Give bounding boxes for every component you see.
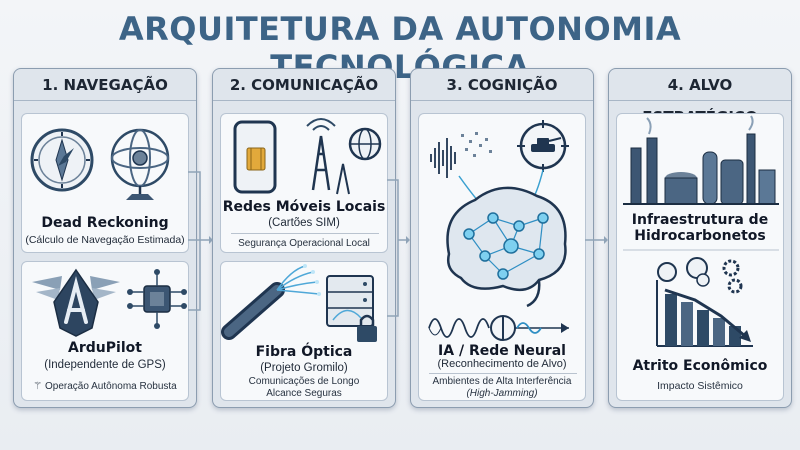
declining-bar-chart-icon [656,280,753,347]
cell-tower-icon [306,118,350,195]
card-title-line: Infraestrutura de [631,212,769,228]
gears-icon [722,259,743,294]
drone-icon: ⚚ [33,381,43,392]
card-redes-moveis: Redes Móveis Locais (Cartões SIM) Segura… [220,113,388,253]
flight-controller-chip-icon [127,269,187,329]
card-note: Operação Autônoma Robusta [44,381,177,392]
card-note-line: Alcance Seguras [266,388,342,399]
column-comunicacao: 2. COMUNICAÇÃO Redes Móveis Locais (C [212,68,396,408]
card-alvo-estrategico: Infraestrutura de Hidrocarbonetos Atrito… [616,113,784,401]
signal-waveform-icon [430,138,456,178]
card-title: Fibra Óptica [255,344,353,360]
card-title: Dead Reckoning [41,215,169,231]
connector-arrow-icon [209,236,213,244]
column-heading: 3. COGNIÇÃO [411,69,593,101]
jamming-filter-icon [428,315,569,341]
card-dead-reckoning: Dead Reckoning (Cálculo de Navegação Est… [21,113,189,253]
smartphone-sim-icon [233,120,277,194]
column-alvo-estrategico: 4. ALVO ESTRATÉGICO [608,68,792,408]
target-tank-icon [517,120,569,172]
card-subtitle: (Projeto Gromilo) [260,362,348,374]
card-title: Atrito Econômico [632,358,768,374]
server-rack-icon [326,275,374,327]
card-title: ArduPilot [68,340,142,356]
card-note: Segurança Operacional Local [238,238,370,249]
refinery-icon [623,115,779,205]
neural-brain-icon [446,186,567,308]
padlock-icon [357,314,377,342]
page-title: ARQUITETURA DA AUTONOMIA TECNOLÓGICA [118,10,682,86]
gyroscope-icon [110,128,170,200]
connector-arrow-icon [406,236,410,244]
card-subtitle: (Independente de GPS) [44,359,166,371]
column-heading: 1. NAVEGAÇÃO [14,69,196,101]
connector-bracket [188,240,201,311]
card-title: IA / Rede Neural [438,343,566,359]
connector-bracket [188,171,201,241]
card-ia-rede-neural: IA / Rede Neural (Reconhecimento de Alvo… [418,113,586,401]
connector-bracket [387,179,399,317]
card-subtitle: (Reconhecimento de Alvo) [437,358,567,370]
card-divider [429,373,577,374]
ardupilot-logo-icon [32,268,120,337]
card-title-line: Hidrocarbonetos [634,228,766,244]
column-navegacao: 1. NAVEGAÇÃO Dead Reckoning [13,68,197,408]
fiber-optic-cable-icon [221,264,321,340]
card-subtitle: Impacto Sistêmico [657,380,743,392]
globe-icon [348,127,382,161]
compass-icon [30,128,94,192]
connector-arrow-icon [604,236,608,244]
card-title: Redes Móveis Locais [222,199,386,215]
card-subtitle: (Cartões SIM) [268,217,340,229]
card-note-row: ⚚ Operação Autônoma Robusta [22,381,188,392]
card-fibra-optica: Fibra Óptica (Projeto Gromilo) Comunicaç… [220,261,388,401]
card-subtitle: (Cálculo de Navegação Estimada) [25,234,185,246]
card-divider [231,233,379,234]
column-cognicao: 3. COGNIÇÃO [410,68,594,408]
column-heading: 2. COMUNICAÇÃO [213,69,395,101]
card-note-line: (High-Jamming) [466,388,538,399]
currency-coins-icon [657,257,710,287]
card-note-line: Comunicações de Longo [248,376,360,387]
card-ardupilot: ArduPilot (Independente de GPS) ⚚ Operaç… [21,261,189,401]
card-note-line: Ambientes de Alta Interferência [432,376,572,387]
